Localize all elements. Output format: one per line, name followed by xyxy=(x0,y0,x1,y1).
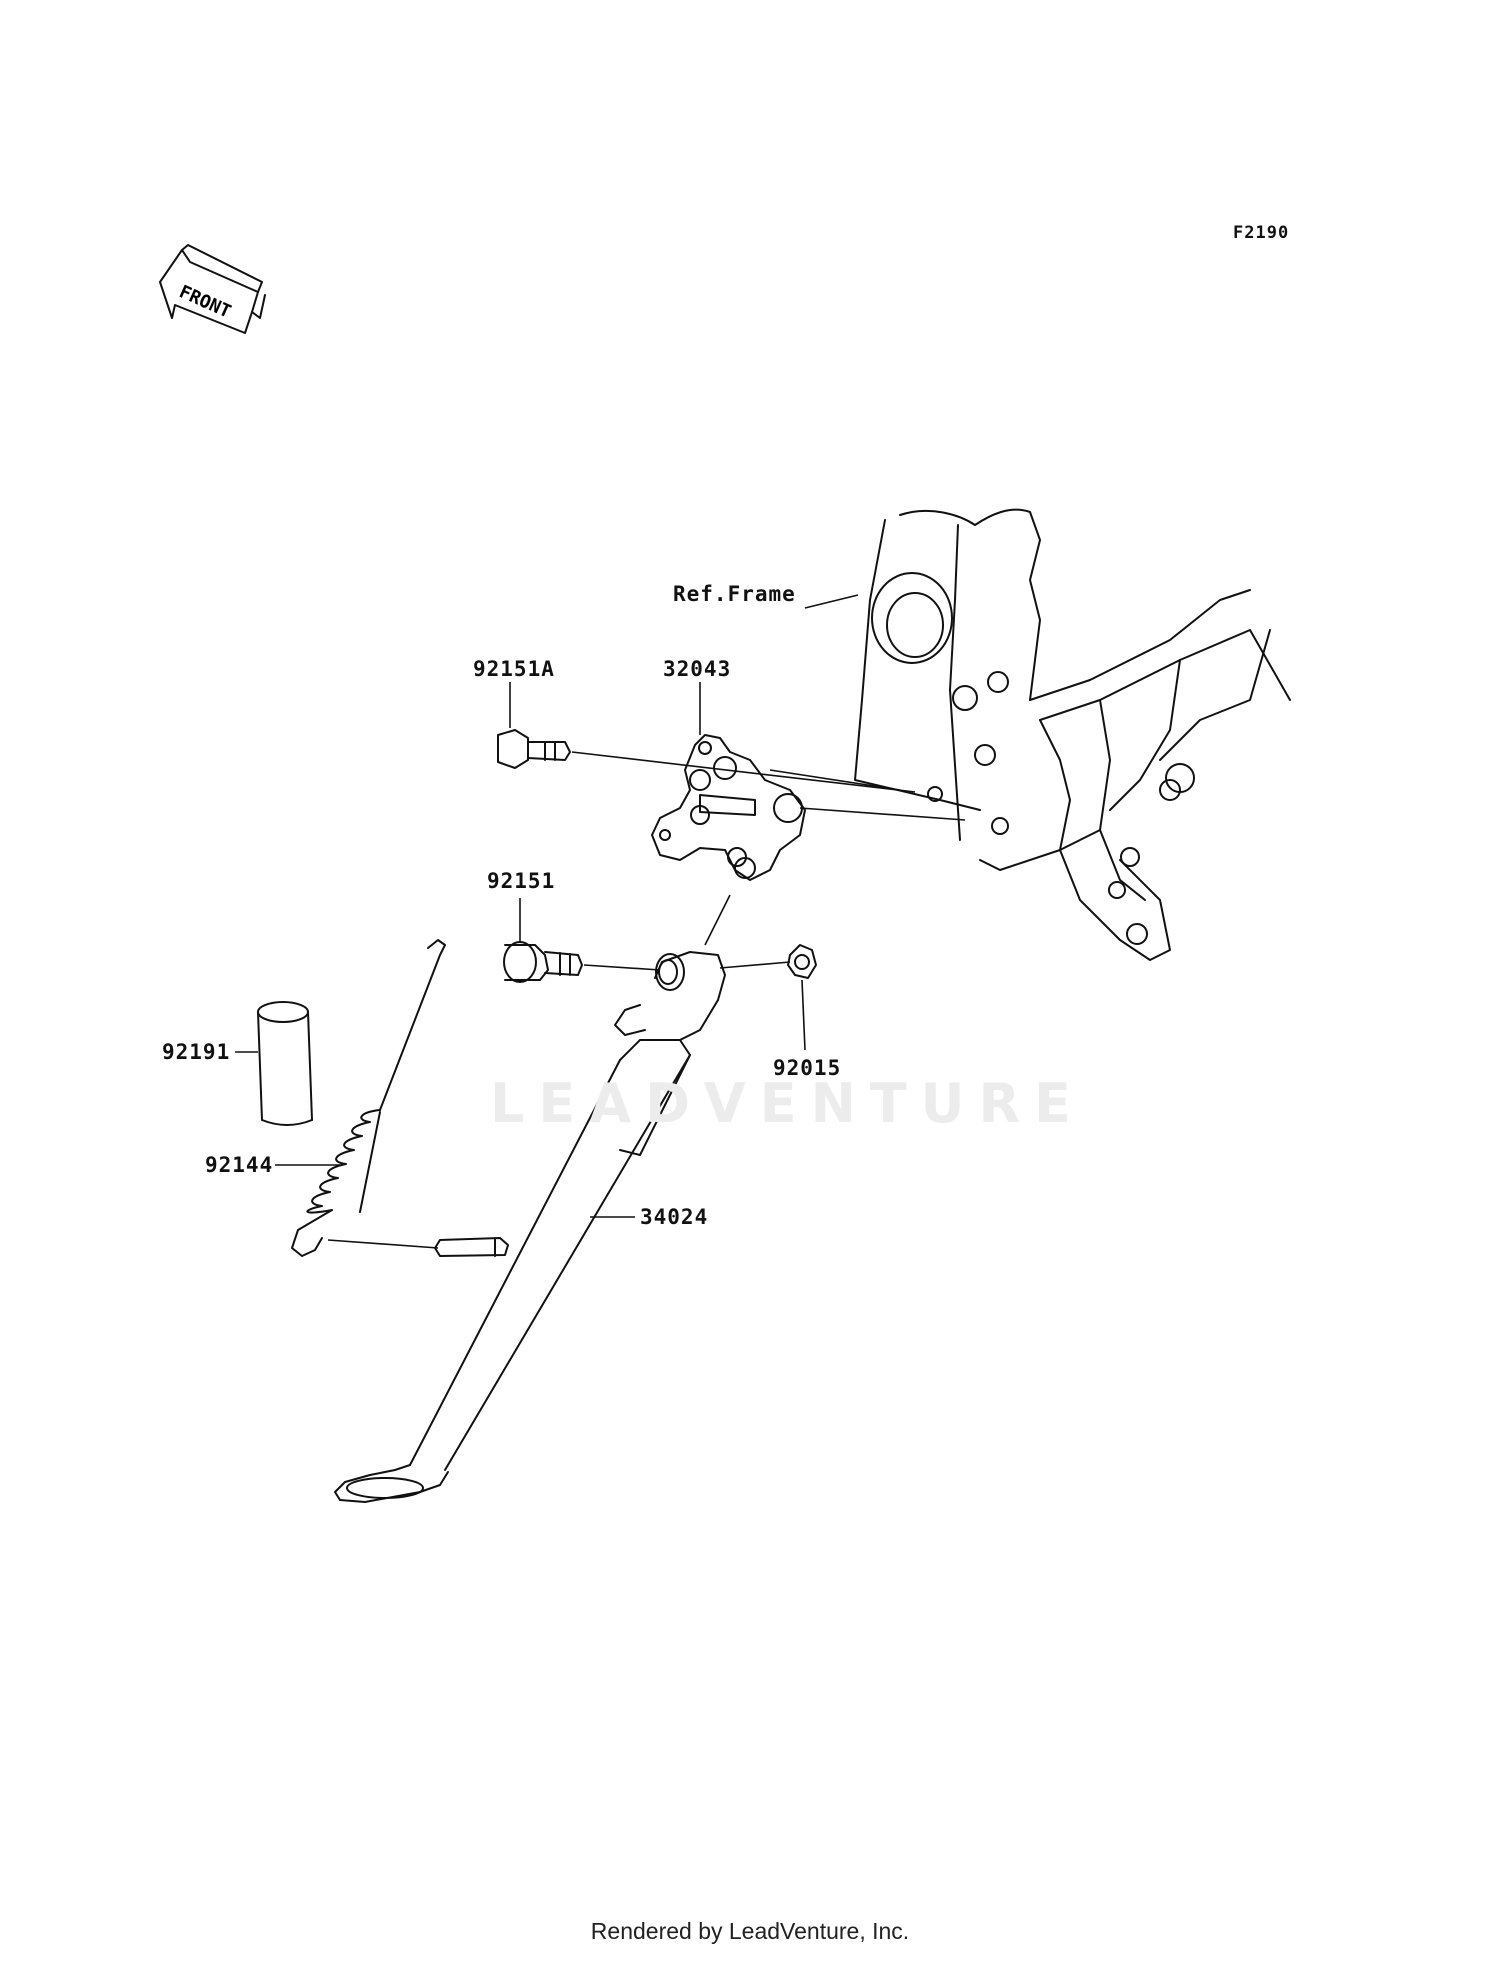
footer-credit: Rendered by LeadVenture, Inc. xyxy=(590,1918,910,1944)
diagram-code: F2190 xyxy=(1233,223,1290,243)
part-number-34024[interactable]: 34024 xyxy=(640,1205,709,1229)
assembly-lines xyxy=(235,594,966,1249)
spring-92144-drawing xyxy=(291,939,446,1257)
nut-92015-drawing xyxy=(787,944,817,979)
bracket-32043-drawing xyxy=(651,734,806,881)
part-number-92191[interactable]: 92191 xyxy=(162,1040,231,1064)
ref-frame-label: Ref.Frame xyxy=(673,582,796,606)
part-number-32043[interactable]: 32043 xyxy=(663,657,732,681)
part-number-92151a[interactable]: 92151A xyxy=(473,657,555,681)
watermark-text: LEADVENTURE xyxy=(490,1072,1085,1135)
ref-frame-drawing xyxy=(854,508,1291,961)
part-number-92151[interactable]: 92151 xyxy=(487,869,556,893)
front-arrow-icon: FRONT xyxy=(159,244,266,334)
part-number-92144[interactable]: 92144 xyxy=(205,1153,274,1177)
part-number-92015[interactable]: 92015 xyxy=(773,1056,842,1080)
bolt-92151a-drawing xyxy=(497,729,571,769)
tube-92191-drawing xyxy=(257,1001,313,1126)
bolt-92151-drawing xyxy=(503,941,583,983)
